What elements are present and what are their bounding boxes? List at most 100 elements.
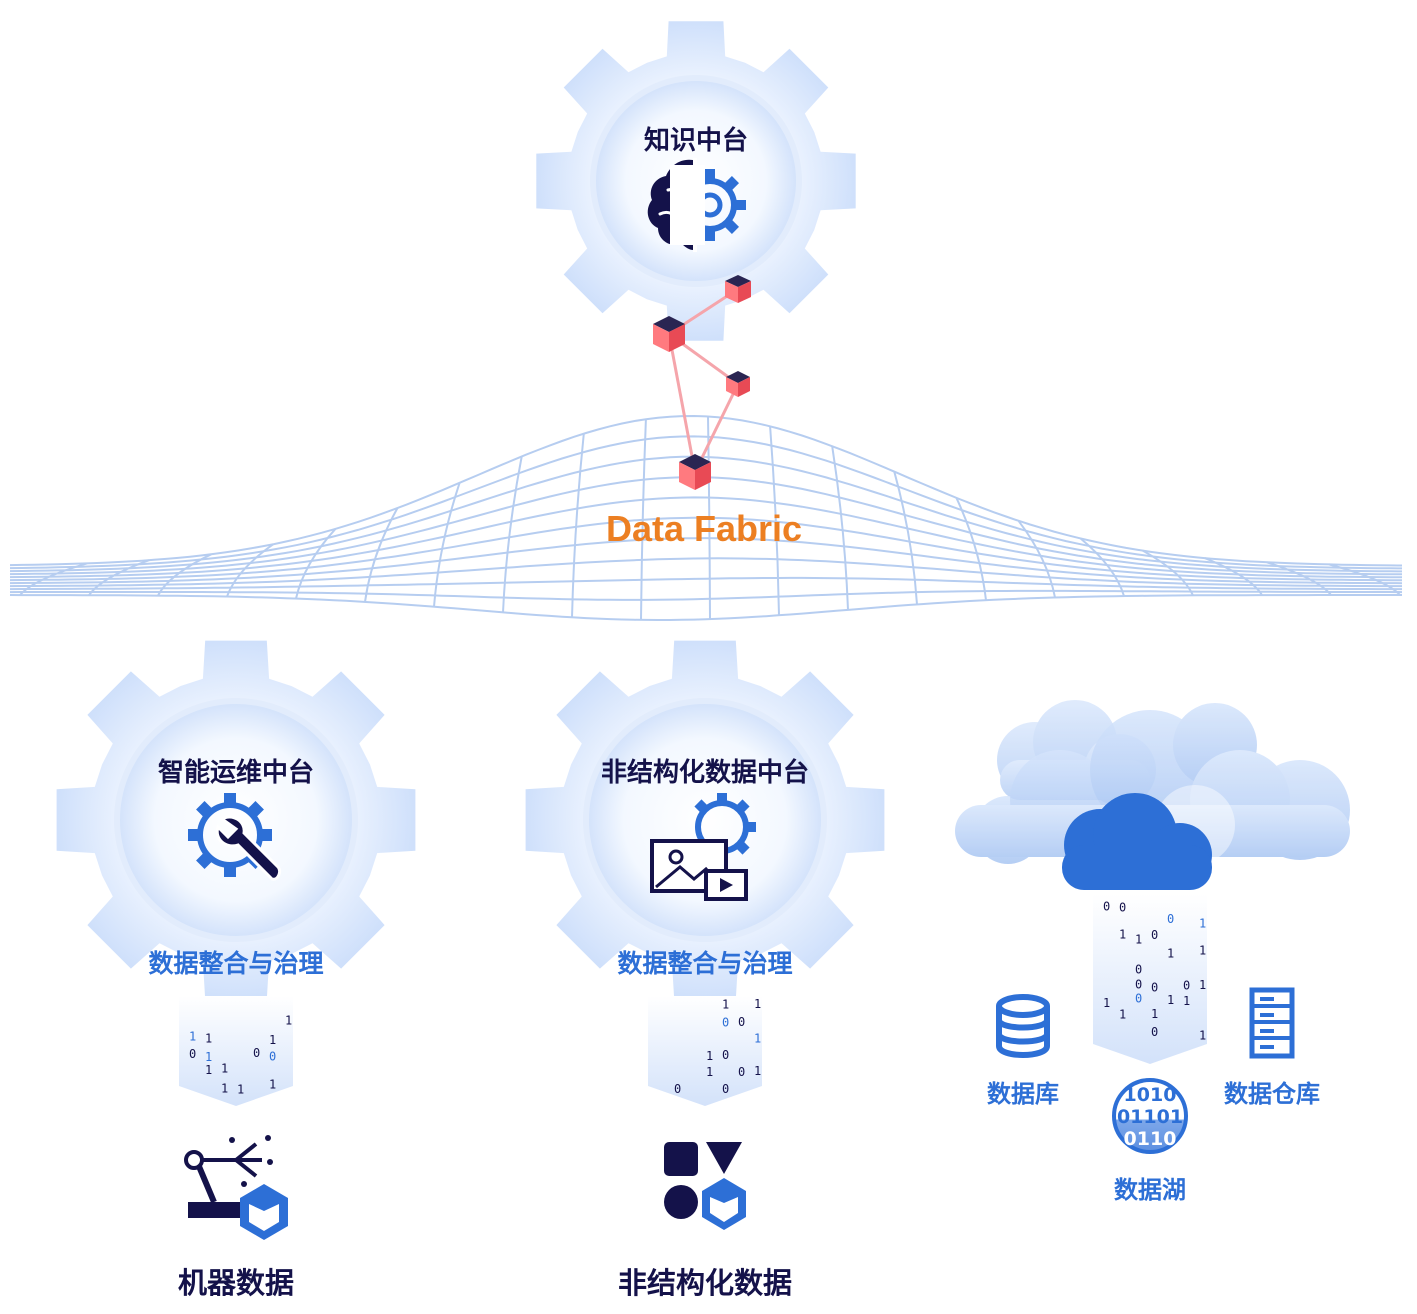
- binary-digit: 0: [1151, 928, 1158, 942]
- binary-digit: 0: [253, 1046, 260, 1060]
- binary-digit: 0: [1183, 979, 1190, 993]
- binary-digit: 1: [706, 1065, 713, 1079]
- binary-digit: 1: [1103, 996, 1110, 1010]
- binary-digit: 1: [269, 1077, 276, 1091]
- binary-digit: 0: [722, 1048, 729, 1062]
- binary-digit: 1: [706, 1049, 713, 1063]
- mesh-line: [769, 426, 780, 616]
- hub-unstructured-title: 非结构化数据中台: [600, 758, 810, 788]
- knowledge-network: [653, 275, 751, 490]
- database-label: 数据库: [987, 1080, 1059, 1108]
- lake-bits-line: 1010: [1124, 1084, 1177, 1106]
- binary-digit: 0: [1151, 1025, 1158, 1039]
- binary-digit: 0: [1167, 912, 1174, 926]
- binary-digit: 1: [205, 1050, 212, 1064]
- mesh-line: [893, 471, 918, 605]
- mesh-line: [433, 482, 461, 607]
- data-fabric-label: Data Fabric: [605, 508, 803, 549]
- wrench-gear-icon: [188, 793, 282, 881]
- robot-arm-icon: [184, 1135, 288, 1240]
- network-node: [726, 371, 750, 397]
- mesh-line: [955, 497, 987, 601]
- brain-gear-icon: [647, 158, 746, 252]
- binary-digit: 1: [1199, 1028, 1206, 1042]
- binary-digit: 1: [285, 1014, 292, 1028]
- mesh-line: [502, 456, 523, 613]
- binary-digit: 1: [1119, 1008, 1126, 1022]
- mesh-line: [9, 537, 1403, 585]
- binary-digit: 0: [722, 1016, 729, 1030]
- fabric-mesh: [9, 414, 1403, 621]
- mesh-line: [1328, 563, 1401, 596]
- mesh-line: [1017, 520, 1056, 598]
- pillar-shape: [1093, 894, 1207, 1064]
- media-gear-icon: [650, 793, 756, 901]
- pillar-shape: [648, 996, 762, 1106]
- mesh-line: [1204, 557, 1263, 596]
- cloud-cluster: [955, 700, 1350, 890]
- database-icon: [996, 994, 1050, 1058]
- shapes-icon: [664, 1142, 746, 1230]
- mesh-line: [88, 559, 150, 596]
- binary-digit: 1: [754, 1064, 761, 1078]
- binary-digit: 0: [1151, 980, 1158, 994]
- hub-ops-subtitle: 数据整合与治理: [148, 949, 324, 978]
- binary-digit: 1: [1119, 928, 1126, 942]
- mesh-line: [157, 553, 212, 597]
- mesh-line: [9, 455, 1403, 573]
- lake-bits-line: 01101: [1117, 1106, 1183, 1128]
- binary-digit: 1: [221, 1061, 228, 1075]
- binary-digit: 1: [1199, 916, 1206, 930]
- mesh-line: [364, 507, 399, 603]
- mesh-line: [9, 435, 1403, 570]
- binary-digit: 0: [722, 1082, 729, 1096]
- binary-digit: 0: [738, 1015, 745, 1029]
- gear-hub: [589, 704, 821, 936]
- mesh-line: [1079, 537, 1125, 597]
- binary-digit: 0: [1135, 992, 1142, 1006]
- binary-digit: 1: [221, 1082, 228, 1096]
- mesh-line: [1142, 549, 1194, 596]
- binary-digit: 1: [722, 998, 729, 1012]
- hub-knowledge-title: 知识中台: [643, 126, 749, 156]
- unstructured-data-label: 非结构化数据: [617, 1266, 793, 1300]
- binary-digit: 1: [1183, 994, 1190, 1008]
- server-rack-icon: [1249, 987, 1295, 1059]
- mesh-line: [9, 414, 1403, 567]
- mesh-line: [640, 419, 647, 620]
- hub-ops-title: 智能运维中台: [157, 758, 315, 788]
- hub-unstructured-subtitle: 数据整合与治理: [617, 949, 793, 978]
- mesh-line: [831, 446, 849, 610]
- data-lake-icon: 1010 01101 0110: [1112, 1078, 1188, 1154]
- machine-data-label: 机器数据: [177, 1266, 295, 1300]
- binary-digit: 1: [754, 1032, 761, 1046]
- network-node: [679, 454, 711, 490]
- binary-digit: 1: [205, 1032, 212, 1046]
- data-lake-label: 数据湖: [1114, 1176, 1186, 1204]
- binary-digit: 1: [1167, 993, 1174, 1007]
- binary-digit: 1: [189, 1030, 196, 1044]
- binary-digit: 1: [754, 997, 761, 1011]
- mesh-line: [295, 528, 337, 599]
- network-node: [725, 275, 751, 303]
- mesh-line: [19, 562, 88, 596]
- binary-digit: 1: [1199, 944, 1206, 958]
- mesh-line: [9, 576, 1402, 591]
- lake-bits-line: 0110: [1124, 1128, 1177, 1150]
- binary-digit: 1: [1135, 932, 1142, 946]
- mesh-line: [571, 433, 585, 618]
- mesh-line: [9, 589, 1403, 601]
- mesh-line: [9, 594, 1402, 621]
- binary-digit: 0: [269, 1049, 276, 1063]
- binary-digit: 0: [189, 1047, 196, 1061]
- warehouse-label: 数据仓库: [1224, 1080, 1320, 1108]
- mesh-line: [9, 496, 1403, 579]
- mesh-line: [1266, 561, 1332, 596]
- network-node: [653, 316, 685, 352]
- binary-digit: 1: [269, 1033, 276, 1047]
- binary-digit: 0: [1103, 899, 1110, 913]
